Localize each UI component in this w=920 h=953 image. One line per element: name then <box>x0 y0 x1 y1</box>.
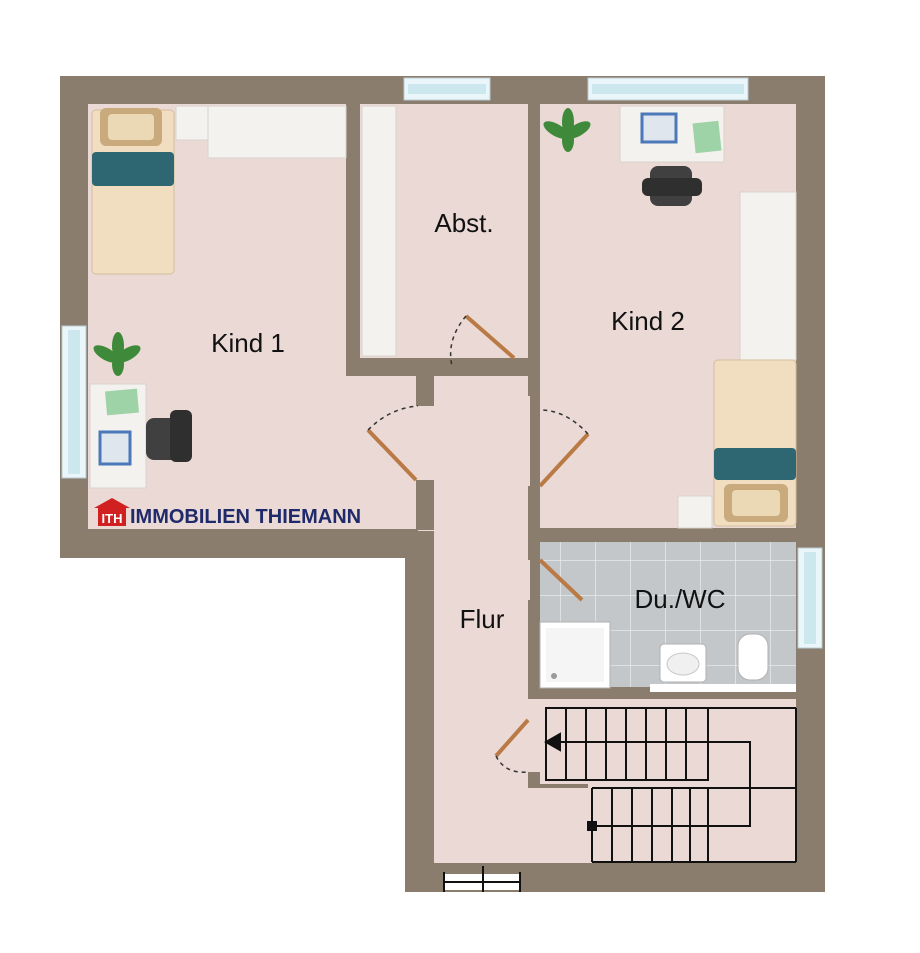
bed-icon <box>91 108 175 275</box>
wardrobe <box>739 191 797 361</box>
plant-icon <box>93 332 141 376</box>
storage-shelf <box>361 105 397 357</box>
hall-floor <box>418 376 530 531</box>
stairs-icon <box>543 707 797 863</box>
brand-logo-letters: ITH <box>102 511 123 526</box>
paper <box>105 388 139 416</box>
door-icon <box>538 558 584 602</box>
kind2-furniture <box>543 105 797 529</box>
bathroom-fixtures <box>539 621 796 692</box>
room-label-kind2: Kind 2 <box>611 306 685 336</box>
room-label-kind1: Kind 1 <box>211 328 285 358</box>
laptop-icon <box>640 112 678 144</box>
door-icon <box>449 314 516 367</box>
shower-icon <box>539 621 611 689</box>
kind1-furniture <box>89 105 347 489</box>
desk-icon <box>619 105 725 163</box>
floors <box>88 104 796 863</box>
chair-icon <box>146 410 192 462</box>
doors <box>366 314 590 773</box>
laptop-icon <box>98 430 132 466</box>
sink-icon <box>659 643 707 683</box>
wardrobe <box>207 105 347 159</box>
door-icon <box>494 718 530 773</box>
bed-icon <box>713 359 797 527</box>
door-icon <box>366 405 419 482</box>
paper <box>692 120 722 154</box>
chair-icon <box>642 166 702 206</box>
windows <box>61 77 823 892</box>
door-icon <box>538 409 590 488</box>
room-label-bad: Du./WC <box>635 584 726 614</box>
desk-icon <box>89 383 147 489</box>
interior-walls <box>346 104 796 788</box>
plant-icon <box>543 108 591 152</box>
house-logo-icon: ITH <box>94 498 130 526</box>
toilet-icon <box>737 633 769 681</box>
room-flur-floor <box>434 528 530 863</box>
room-label-abst: Abst. <box>434 208 493 238</box>
brand-logo: ITH IMMOBILIEN THIEMANN <box>94 498 361 528</box>
room-label-flur: Flur <box>460 604 505 634</box>
brand-name: IMMOBILIEN THIEMANN <box>130 506 361 528</box>
